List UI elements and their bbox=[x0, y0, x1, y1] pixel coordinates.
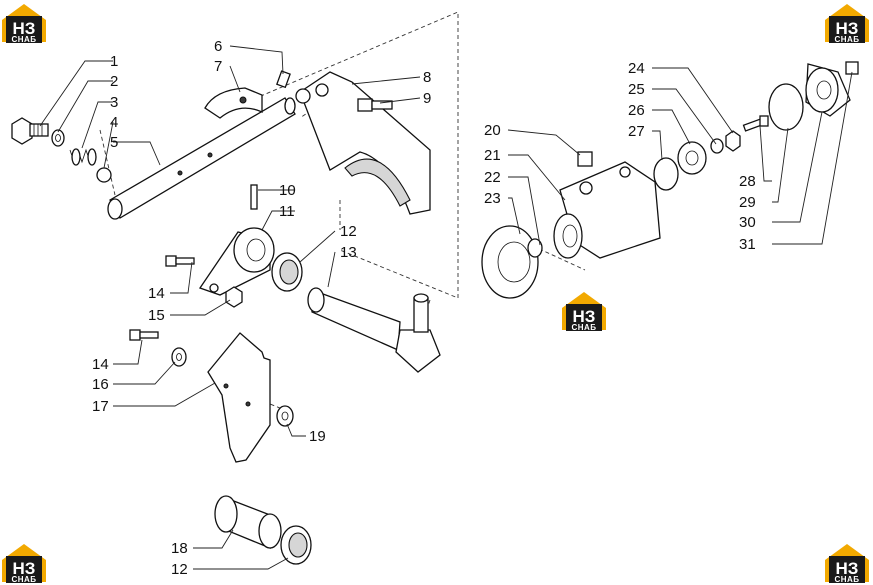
callout-6: 6 bbox=[214, 38, 222, 55]
callout-21: 21 bbox=[484, 147, 501, 164]
callout-31: 31 bbox=[739, 236, 756, 253]
callout-18: 18 bbox=[171, 540, 188, 557]
part-washer-19 bbox=[276, 405, 294, 427]
part-ring-nut-23 bbox=[481, 225, 539, 299]
svg-text:НЗ: НЗ bbox=[573, 307, 596, 326]
callout-23: 23 bbox=[484, 190, 501, 207]
svg-text:СНАБ: СНАБ bbox=[571, 323, 596, 332]
part-shaft-5 bbox=[107, 97, 296, 220]
part-seal-12-bottom bbox=[280, 525, 312, 565]
callout-22: 22 bbox=[484, 169, 501, 186]
part-oring-27 bbox=[653, 157, 679, 191]
part-bolt-28 bbox=[742, 115, 769, 132]
callout-24: 24 bbox=[628, 60, 645, 77]
part-pin-6 bbox=[276, 70, 291, 89]
svg-text:СНАБ: СНАБ bbox=[11, 35, 36, 44]
logo-bottom-left: НЗ СНАБ bbox=[2, 544, 46, 584]
callout-27: 27 bbox=[628, 123, 645, 140]
callout-15: 15 bbox=[148, 307, 165, 324]
part-spring-3 bbox=[69, 148, 97, 166]
callout-16: 16 bbox=[92, 376, 109, 393]
part-pin-10 bbox=[250, 184, 258, 210]
callout-30: 30 bbox=[739, 214, 756, 231]
part-housing-21 bbox=[553, 161, 661, 259]
svg-text:НЗ: НЗ bbox=[836, 19, 859, 38]
svg-text:НЗ: НЗ bbox=[13, 559, 36, 578]
part-piston-26 bbox=[677, 141, 707, 175]
part-oring-29 bbox=[768, 83, 804, 131]
callout-26: 26 bbox=[628, 102, 645, 119]
callout-17: 17 bbox=[92, 398, 109, 415]
callout-9: 9 bbox=[423, 90, 431, 107]
svg-text:НЗ: НЗ bbox=[836, 559, 859, 578]
part-nut-15 bbox=[225, 286, 243, 308]
callout-7: 7 bbox=[214, 58, 222, 75]
callout-10: 10 bbox=[279, 182, 296, 199]
callout-5: 5 bbox=[110, 134, 118, 151]
callout-8: 8 bbox=[423, 69, 431, 86]
callout-labels: 1 2 3 4 5 6 7 8 9 10 11 12 13 14 15 14 1… bbox=[92, 38, 756, 578]
part-nut-24 bbox=[725, 130, 741, 152]
callout-28: 28 bbox=[739, 173, 756, 190]
callout-1: 1 bbox=[110, 53, 118, 70]
part-cap-30 bbox=[805, 63, 851, 117]
part-bolt-1 bbox=[11, 117, 49, 145]
leader-lines bbox=[39, 45, 853, 570]
part-bolt-9 bbox=[357, 98, 393, 112]
logo-top-right: НЗ СНАБ bbox=[825, 4, 869, 44]
part-screw-14-top bbox=[165, 255, 195, 267]
part-plate-17 bbox=[207, 332, 271, 463]
logo-center: НЗ СНАБ bbox=[562, 292, 606, 332]
part-bushing-18 bbox=[214, 495, 282, 549]
callout-14-bottom: 14 bbox=[92, 356, 109, 373]
part-washer-2 bbox=[51, 129, 65, 147]
callout-19: 19 bbox=[309, 428, 326, 445]
part-washer-16 bbox=[171, 347, 187, 367]
callout-3: 3 bbox=[110, 94, 118, 111]
callout-14-top: 14 bbox=[148, 285, 165, 302]
svg-text:СНАБ: СНАБ bbox=[11, 575, 36, 584]
logo-top-left: НЗ СНАБ bbox=[2, 4, 46, 44]
part-lever-8 bbox=[295, 71, 431, 215]
part-oring-22 bbox=[527, 238, 543, 258]
svg-text:СНАБ: СНАБ bbox=[834, 35, 859, 44]
callout-13: 13 bbox=[340, 244, 357, 261]
part-hub-11 bbox=[198, 227, 275, 296]
callout-29: 29 bbox=[739, 194, 756, 211]
callout-11: 11 bbox=[279, 203, 295, 220]
svg-text:НЗ: НЗ bbox=[13, 19, 36, 38]
callout-4: 4 bbox=[110, 114, 118, 131]
svg-text:СНАБ: СНАБ bbox=[834, 575, 859, 584]
part-screw-14-bottom bbox=[129, 329, 159, 341]
part-fitting-20 bbox=[577, 151, 593, 167]
callout-25: 25 bbox=[628, 81, 645, 98]
callout-12: 12 bbox=[340, 223, 357, 240]
callout-20: 20 bbox=[484, 122, 501, 139]
logo-bottom-right: НЗ СНАБ bbox=[825, 544, 869, 584]
part-washer-25 bbox=[710, 138, 724, 154]
part-ball-4 bbox=[96, 167, 112, 183]
callout-12-bottom: 12 bbox=[171, 561, 188, 578]
callout-2: 2 bbox=[110, 73, 118, 90]
part-clamp-7 bbox=[204, 87, 263, 119]
part-shaft-13 bbox=[307, 287, 441, 373]
part-seal-12-top bbox=[271, 252, 303, 292]
